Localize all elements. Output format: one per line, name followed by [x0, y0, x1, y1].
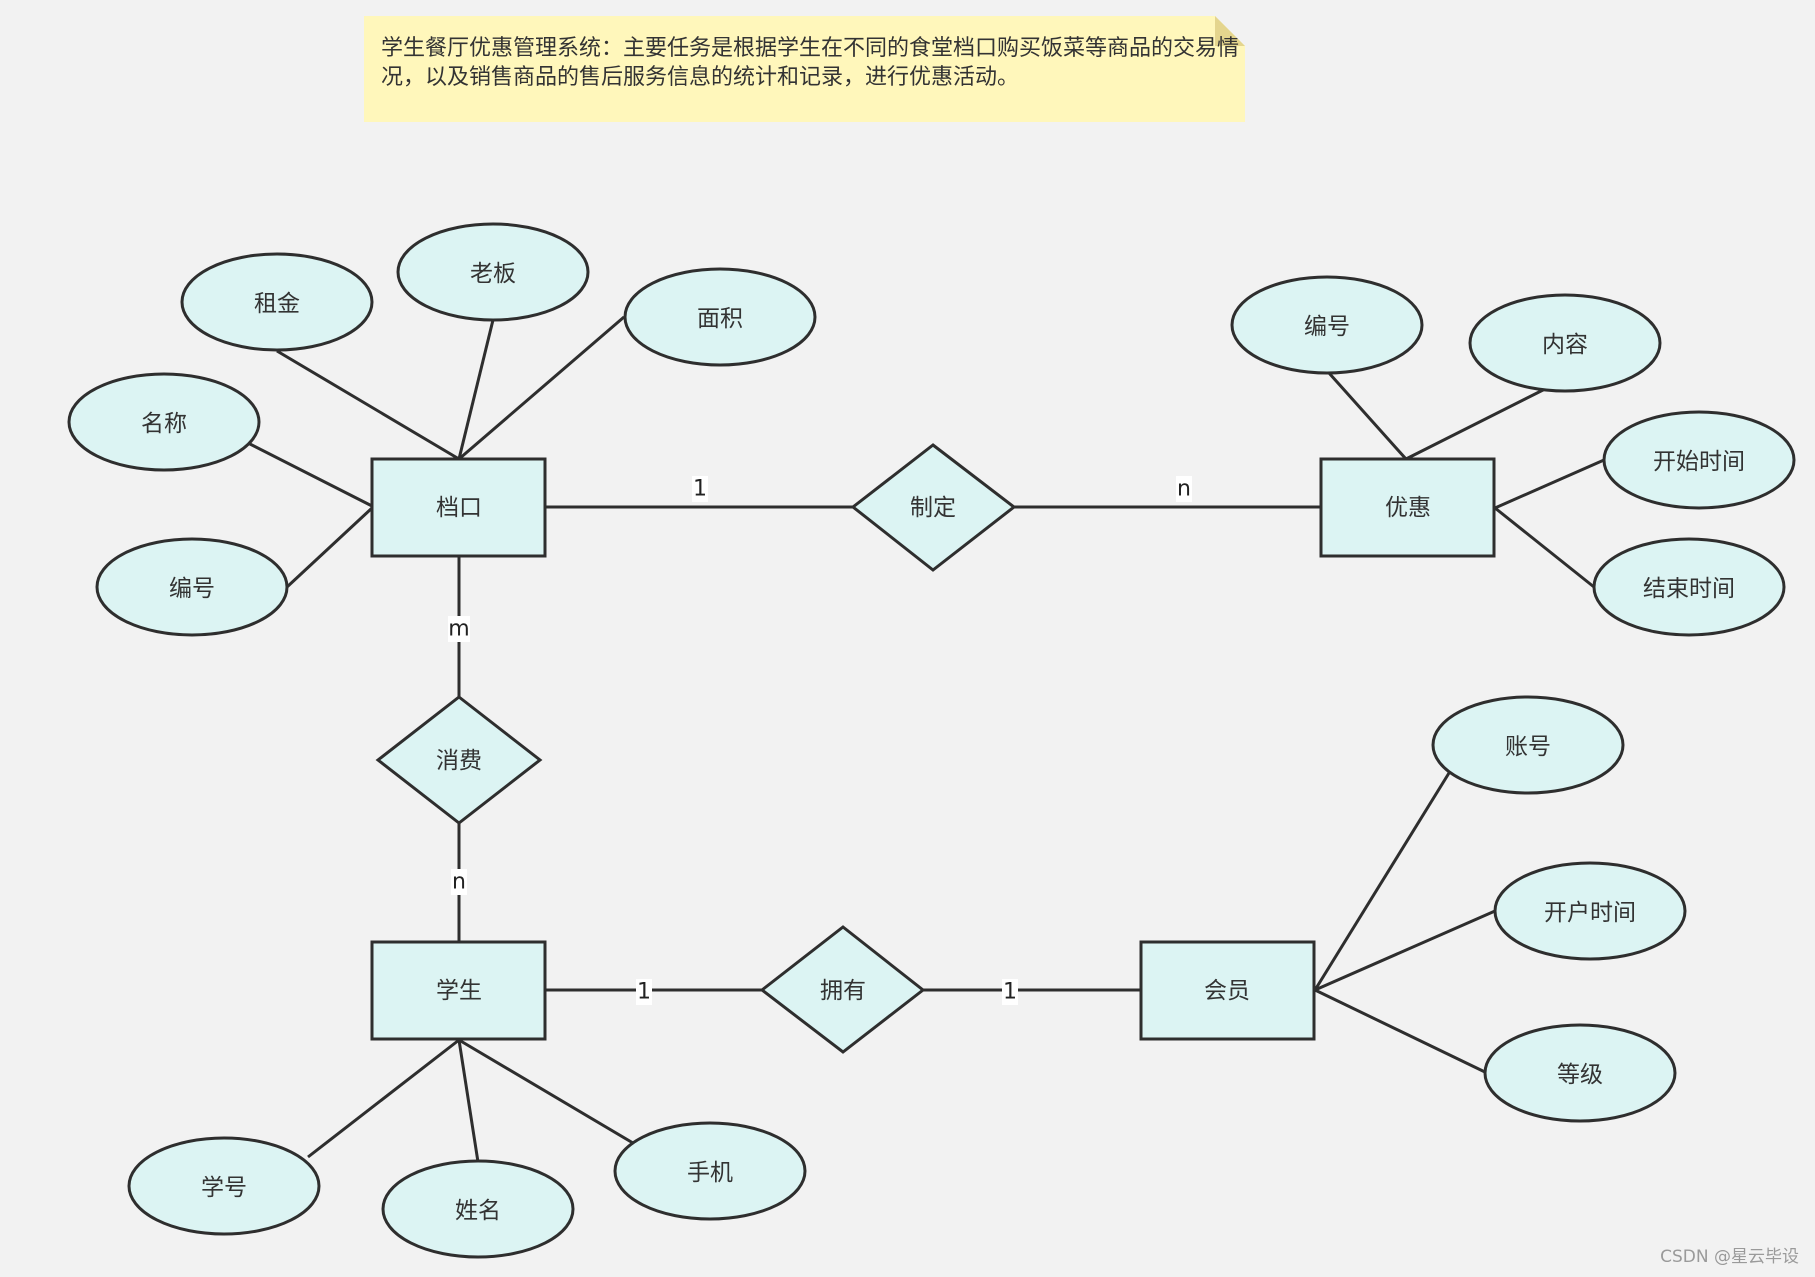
- svg-text:内容: 内容: [1542, 332, 1588, 358]
- attr-member-level: 等级: [1483, 1023, 1677, 1123]
- relationship-consume: 消费: [375, 695, 543, 825]
- relationship-make-label: 制定: [910, 495, 956, 521]
- attr-stall-boss: 老板: [396, 222, 590, 322]
- edge-discount-end: [1494, 506, 1595, 589]
- entity-member-label: 会员: [1204, 978, 1250, 1004]
- svg-text:姓名: 姓名: [455, 1198, 501, 1224]
- attr-member-account: 账号: [1431, 695, 1625, 795]
- note-body: [364, 16, 1245, 122]
- entity-student-label: 学生: [436, 978, 482, 1004]
- edge-stall-boss: [457, 319, 495, 460]
- svg-text:编号: 编号: [169, 576, 215, 602]
- relationship-own-label: 拥有: [820, 978, 866, 1004]
- relationship-make: 制定: [850, 443, 1017, 572]
- edge-student-no: [307, 1038, 460, 1159]
- edge-discount-start: [1494, 458, 1605, 510]
- attr-stall-name: 名称: [67, 372, 261, 472]
- relationship-edges: [457, 505, 1321, 992]
- edge-discount-content: [1405, 386, 1548, 461]
- svg-text:手机: 手机: [687, 1160, 733, 1186]
- card-make-discount: n: [1176, 476, 1192, 502]
- svg-text:开始时间: 开始时间: [1653, 449, 1745, 475]
- edge-stall-name: [247, 441, 373, 508]
- entity-member: 会员: [1139, 940, 1316, 1041]
- attr-member-open-time: 开户时间: [1493, 861, 1687, 961]
- svg-text:开户时间: 开户时间: [1544, 900, 1636, 926]
- card-stall-make: 1: [692, 476, 708, 502]
- edge-student-phone: [458, 1038, 634, 1145]
- svg-text:租金: 租金: [254, 291, 300, 317]
- entity-stall-label: 档口: [436, 495, 482, 521]
- attr-student-phone: 手机: [613, 1121, 807, 1221]
- edge-stall-id: [285, 506, 374, 589]
- edge-stall-area: [458, 315, 625, 461]
- edge-stall-rent: [276, 349, 460, 461]
- svg-text:m: m: [448, 617, 469, 642]
- card-stall-consume: m: [448, 616, 470, 642]
- edge-member-level: [1314, 988, 1488, 1075]
- attr-discount-start: 开始时间: [1602, 410, 1796, 510]
- attr-discount-content: 内容: [1468, 293, 1662, 393]
- attr-stall-rent: 租金: [180, 252, 374, 352]
- attr-discount-end: 结束时间: [1592, 537, 1786, 637]
- svg-text:学号: 学号: [201, 1175, 247, 1201]
- relationship-own: 拥有: [759, 925, 926, 1054]
- svg-text:老板: 老板: [470, 261, 516, 287]
- relationship-consume-label: 消费: [436, 748, 482, 774]
- card-consume-student: n: [451, 869, 467, 895]
- svg-text:名称: 名称: [141, 411, 187, 437]
- card-own-member: 1: [1002, 979, 1018, 1005]
- svg-text:面积: 面积: [697, 306, 743, 332]
- edge-discount-id: [1327, 371, 1408, 461]
- edge-student-name: [457, 1039, 480, 1163]
- svg-text:等级: 等级: [1557, 1062, 1603, 1088]
- svg-text:1: 1: [693, 477, 707, 502]
- svg-text:编号: 编号: [1304, 314, 1350, 340]
- entity-student: 学生: [370, 940, 547, 1041]
- svg-text:n: n: [452, 870, 466, 895]
- note-fold: [1215, 16, 1245, 46]
- sticky-note: [364, 16, 1245, 122]
- svg-text:账号: 账号: [1505, 734, 1551, 760]
- watermark: CSDN @星云毕设: [1660, 1247, 1799, 1267]
- attribute-edges: [247, 315, 1605, 1163]
- attr-student-no: 学号: [127, 1136, 321, 1236]
- svg-text:n: n: [1177, 477, 1191, 502]
- card-student-own: 1: [636, 979, 652, 1005]
- svg-text:结束时间: 结束时间: [1643, 576, 1735, 602]
- entity-discount-label: 优惠: [1385, 495, 1431, 521]
- attr-stall-area: 面积: [623, 267, 817, 367]
- edge-member-account: [1313, 772, 1451, 991]
- edge-member-opentime: [1314, 909, 1496, 992]
- attr-student-name: 姓名: [381, 1159, 575, 1259]
- svg-text:1: 1: [1003, 980, 1017, 1005]
- entity-discount: 优惠: [1319, 457, 1496, 558]
- attr-discount-id: 编号: [1230, 275, 1424, 375]
- attr-stall-id: 编号: [95, 537, 289, 637]
- note-text: 学生餐厅优惠管理系统：主要任务是根据学生在不同的食堂档口购买饭菜等商品的交易情况…: [381, 36, 1240, 90]
- svg-text:1: 1: [637, 980, 651, 1005]
- entity-stall: 档口: [370, 457, 547, 558]
